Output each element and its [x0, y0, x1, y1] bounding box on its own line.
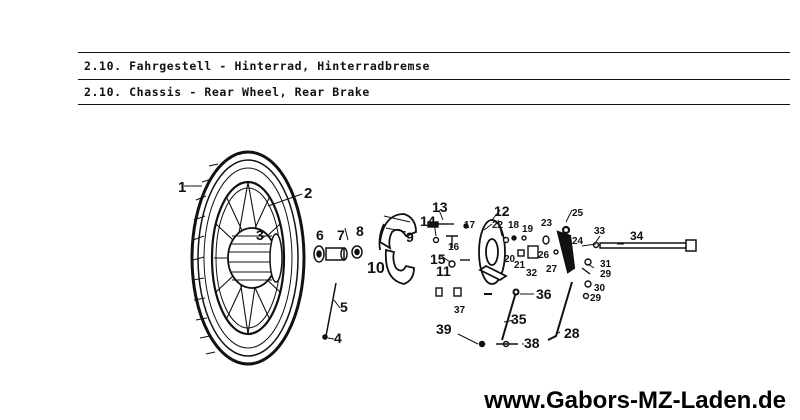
callout-13: 13 [432, 199, 448, 215]
brake-cam-parts [427, 221, 470, 268]
middle-rule [78, 79, 790, 80]
brake-anchor-plate [478, 219, 508, 285]
callout-29: 29 [600, 269, 612, 280]
callout-19: 19 [522, 224, 534, 235]
callout-8: 8 [356, 223, 364, 239]
callout-10: 10 [367, 260, 385, 277]
washer-parts [435, 287, 462, 297]
brake-lever [556, 225, 576, 274]
callout-25: 25 [572, 208, 584, 219]
callout-22: 22 [492, 220, 504, 231]
section-title-english: 2.10. Chassis - Rear Wheel, Rear Brake [84, 85, 370, 99]
brake-shoes [378, 213, 417, 285]
callout-28: 28 [564, 325, 580, 341]
callout-24: 24 [572, 236, 584, 247]
rod-end-parts [478, 340, 518, 348]
callout-16: 16 [448, 242, 460, 253]
callout-27: 27 [546, 264, 558, 275]
callout-35: 35 [511, 311, 527, 327]
callout-9: 9 [406, 229, 414, 245]
callout-36: 36 [536, 286, 552, 302]
callout-31: 31 [600, 259, 612, 270]
axle-spacers [313, 245, 363, 263]
rear-axle [592, 239, 697, 252]
lower-rule [78, 104, 790, 105]
callout-21: 21 [514, 260, 526, 271]
callout-6: 6 [316, 227, 324, 243]
callout-17: 17 [464, 220, 476, 231]
brake-lever-hardware [502, 235, 569, 259]
callout-12: 12 [494, 203, 510, 219]
callout-20: 20 [504, 254, 516, 265]
callout-15: 15 [430, 251, 446, 267]
callout-33: 33 [594, 226, 606, 237]
callout-2: 2 [304, 185, 312, 202]
callout-30: 30 [594, 283, 606, 294]
callout-7: 7 [337, 227, 345, 243]
callout-18: 18 [508, 220, 520, 231]
callout-39: 39 [436, 321, 452, 337]
callout-26: 26 [538, 250, 550, 261]
callout-5: 5 [340, 299, 348, 315]
callout-32: 32 [526, 268, 538, 279]
callout-29: 29 [590, 293, 602, 304]
callout-38: 38 [524, 335, 540, 351]
callout-4: 4 [334, 330, 342, 346]
linkage-rod [484, 288, 520, 341]
brake-rod-adjuster [581, 258, 592, 300]
callout-34: 34 [630, 229, 644, 243]
callout-11: 11 [436, 263, 451, 279]
leader-lines [184, 185, 624, 345]
callout-37: 37 [454, 305, 466, 316]
website-watermark: www.Gabors-MZ-Laden.de [484, 387, 786, 414]
brake-rod [547, 281, 573, 341]
rear-wheel [190, 150, 306, 366]
callout-1: 1 [178, 179, 186, 196]
callout-23: 23 [541, 218, 553, 229]
spoke-part [322, 282, 337, 340]
callout-3: 3 [256, 227, 264, 243]
section-title-german: 2.10. Fahrgestell - Hinterrad, Hinterrad… [84, 59, 431, 73]
callout-14: 14 [420, 213, 436, 229]
top-rule [78, 52, 790, 53]
